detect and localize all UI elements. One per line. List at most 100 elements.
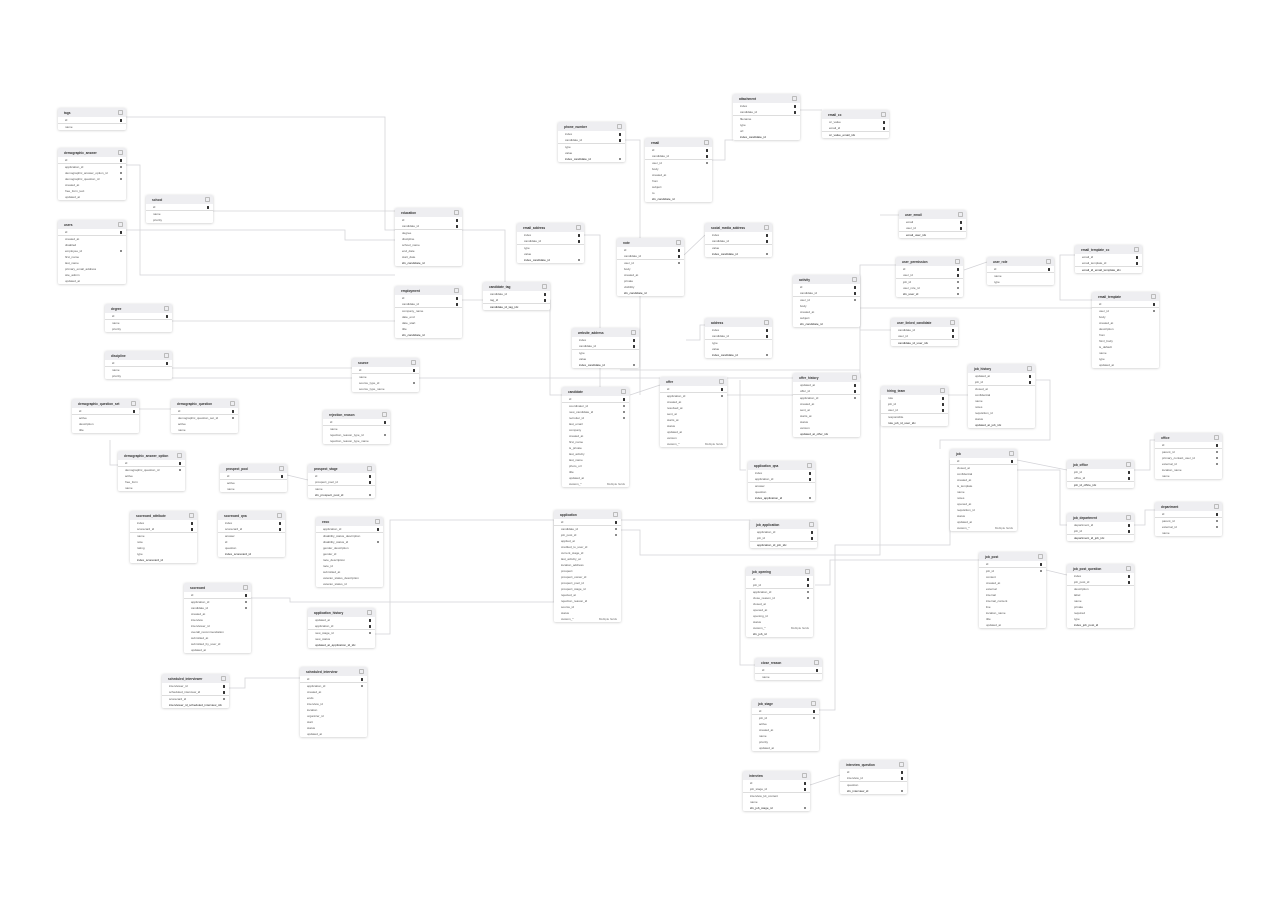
- field-row[interactable]: created_at: [58, 236, 126, 242]
- field-row[interactable]: is_private: [562, 445, 629, 451]
- field-row[interactable]: updated_at: [58, 194, 126, 200]
- index-row[interactable]: updated_at_application_id_idx: [308, 642, 375, 648]
- field-row[interactable]: department_id: [1067, 522, 1134, 528]
- field-row[interactable]: disability_status_description: [316, 533, 383, 539]
- field-row[interactable]: name: [323, 426, 390, 432]
- expand-icon[interactable]: [852, 277, 857, 282]
- field-row[interactable]: candidate_id: [395, 223, 462, 230]
- field-row[interactable]: updated_at: [793, 382, 860, 388]
- field-row[interactable]: body: [617, 266, 684, 272]
- field-row[interactable]: active: [752, 721, 819, 727]
- index-row[interactable]: job_id_office_idx: [1067, 482, 1134, 488]
- field-row[interactable]: custom_*Multiple fields: [950, 525, 1017, 531]
- field-row[interactable]: type: [705, 340, 772, 346]
- field-row[interactable]: version: [793, 425, 860, 431]
- field-row[interactable]: title: [562, 469, 629, 475]
- expand-icon[interactable]: [164, 306, 169, 311]
- index-row[interactable]: role_job_id_user_idx: [881, 420, 948, 426]
- field-row[interactable]: status: [660, 423, 727, 429]
- field-row[interactable]: user_role_id: [896, 285, 963, 291]
- field-row[interactable]: created_at: [793, 309, 860, 315]
- field-row[interactable]: title: [395, 326, 462, 332]
- field-row[interactable]: application_id: [660, 393, 727, 399]
- field-row[interactable]: description: [1067, 586, 1134, 592]
- expand-icon[interactable]: [118, 110, 123, 115]
- field-row[interactable]: email_id: [1075, 254, 1142, 260]
- field-row[interactable]: index: [517, 232, 584, 238]
- index-row[interactable]: index_candidate_id: [705, 352, 772, 358]
- field-row[interactable]: type: [572, 350, 639, 356]
- field-row[interactable]: id: [660, 386, 727, 393]
- index-row[interactable]: index_scorecard_id: [130, 557, 197, 563]
- field-row[interactable]: application_id: [748, 476, 815, 483]
- field-row[interactable]: parent_id: [1155, 518, 1222, 524]
- index-row[interactable]: candidate_id_user_idx: [891, 340, 958, 346]
- field-row[interactable]: description: [72, 421, 139, 427]
- table-header[interactable]: candidate: [562, 387, 629, 396]
- field-row[interactable]: index: [130, 520, 197, 526]
- index-row[interactable]: index_candidate_id: [733, 134, 800, 140]
- field-row[interactable]: created_at: [660, 399, 727, 405]
- field-row[interactable]: application_id: [300, 683, 367, 689]
- field-row[interactable]: ends: [300, 695, 367, 701]
- field-row[interactable]: name: [220, 486, 287, 492]
- field-row[interactable]: job_id: [1067, 528, 1134, 535]
- field-row[interactable]: id: [840, 769, 907, 775]
- field-row[interactable]: value: [517, 251, 584, 257]
- field-row[interactable]: id: [308, 473, 375, 479]
- field-row[interactable]: name: [352, 374, 419, 380]
- field-row[interactable]: updated_at: [752, 745, 819, 751]
- table-header[interactable]: scorecard_attribute: [130, 511, 197, 520]
- field-row[interactable]: external: [979, 586, 1046, 592]
- field-row[interactable]: candidate_id: [395, 301, 462, 308]
- field-row[interactable]: gender_id: [316, 551, 383, 557]
- expand-icon[interactable]: [382, 412, 387, 417]
- field-row[interactable]: index: [705, 232, 772, 238]
- table-header[interactable]: department: [1155, 502, 1222, 511]
- field-row[interactable]: name: [308, 486, 375, 492]
- expand-icon[interactable]: [1134, 247, 1139, 252]
- field-row[interactable]: id: [1155, 511, 1222, 518]
- expand-icon[interactable]: [411, 360, 416, 365]
- field-row[interactable]: interview_id: [840, 775, 907, 782]
- expand-icon[interactable]: [359, 669, 364, 674]
- expand-icon[interactable]: [1151, 294, 1156, 299]
- field-row[interactable]: email_template_id: [1075, 260, 1142, 267]
- table-header[interactable]: job_application: [750, 520, 817, 529]
- field-row[interactable]: created_at: [950, 477, 1017, 483]
- field-row[interactable]: id: [395, 217, 462, 223]
- field-row[interactable]: new_status: [308, 636, 375, 642]
- table-header[interactable]: user_role: [987, 257, 1054, 266]
- table-header[interactable]: demographic_answer_option: [118, 451, 185, 460]
- field-row[interactable]: recruiter_id: [562, 415, 629, 421]
- field-row[interactable]: label: [1067, 592, 1134, 598]
- field-row[interactable]: closed_at: [968, 386, 1035, 392]
- expand-icon[interactable]: [367, 466, 372, 471]
- table-header[interactable]: hiring_team: [881, 386, 948, 395]
- field-row[interactable]: external_id: [1155, 461, 1222, 467]
- table-header[interactable]: discipline: [105, 351, 172, 360]
- field-row[interactable]: name: [1155, 530, 1222, 536]
- field-row[interactable]: company_name: [395, 308, 462, 314]
- field-row[interactable]: resolved_at: [660, 405, 727, 411]
- table-header[interactable]: user_permission: [896, 257, 963, 266]
- field-row[interactable]: created_at: [1092, 320, 1159, 326]
- field-row[interactable]: custom_*Multiple fields: [562, 481, 629, 487]
- field-row[interactable]: source_type_id: [352, 380, 419, 386]
- field-row[interactable]: type: [733, 122, 800, 128]
- field-row[interactable]: custom_*Multiple fields: [554, 616, 621, 622]
- field-row[interactable]: version: [660, 435, 727, 441]
- field-row[interactable]: employee_id: [58, 248, 126, 254]
- index-row[interactable]: candidate_id_tag_idx: [483, 304, 550, 310]
- expand-icon[interactable]: [764, 320, 769, 325]
